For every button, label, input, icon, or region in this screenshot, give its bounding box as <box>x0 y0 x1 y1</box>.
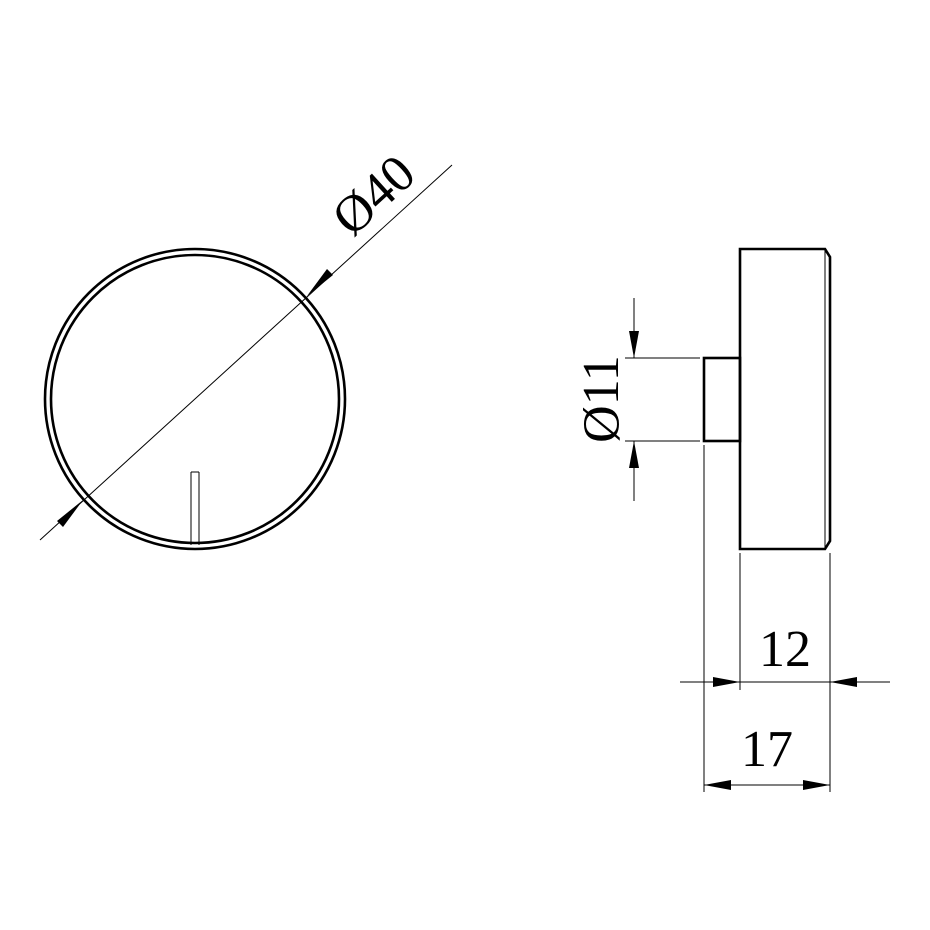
side-view: Ø11 12 17 <box>573 247 890 792</box>
pin-diameter-label: Ø11 <box>573 355 630 443</box>
knob-pin <box>702 356 742 443</box>
diameter-arrow-upper <box>307 269 333 296</box>
knob-outer-circle <box>43 247 347 551</box>
diameter-leader-line <box>39 164 453 541</box>
diameter-arrow-lower <box>57 500 83 527</box>
thickness-arrow-right <box>830 677 857 687</box>
plate-thickness-label: 12 <box>759 621 811 678</box>
depth-arrow-right <box>803 780 830 790</box>
outer-diameter-label: Ø40 <box>322 144 427 246</box>
thickness-arrow-left <box>713 677 740 687</box>
pin-arrow-top <box>629 331 639 358</box>
knob-inner-circle <box>49 253 341 545</box>
overall-depth-label: 17 <box>741 721 793 778</box>
depth-arrow-left <box>704 780 731 790</box>
knob-body <box>738 247 832 551</box>
front-view: Ø40 <box>39 144 453 551</box>
pin-arrow-bottom <box>629 441 639 468</box>
